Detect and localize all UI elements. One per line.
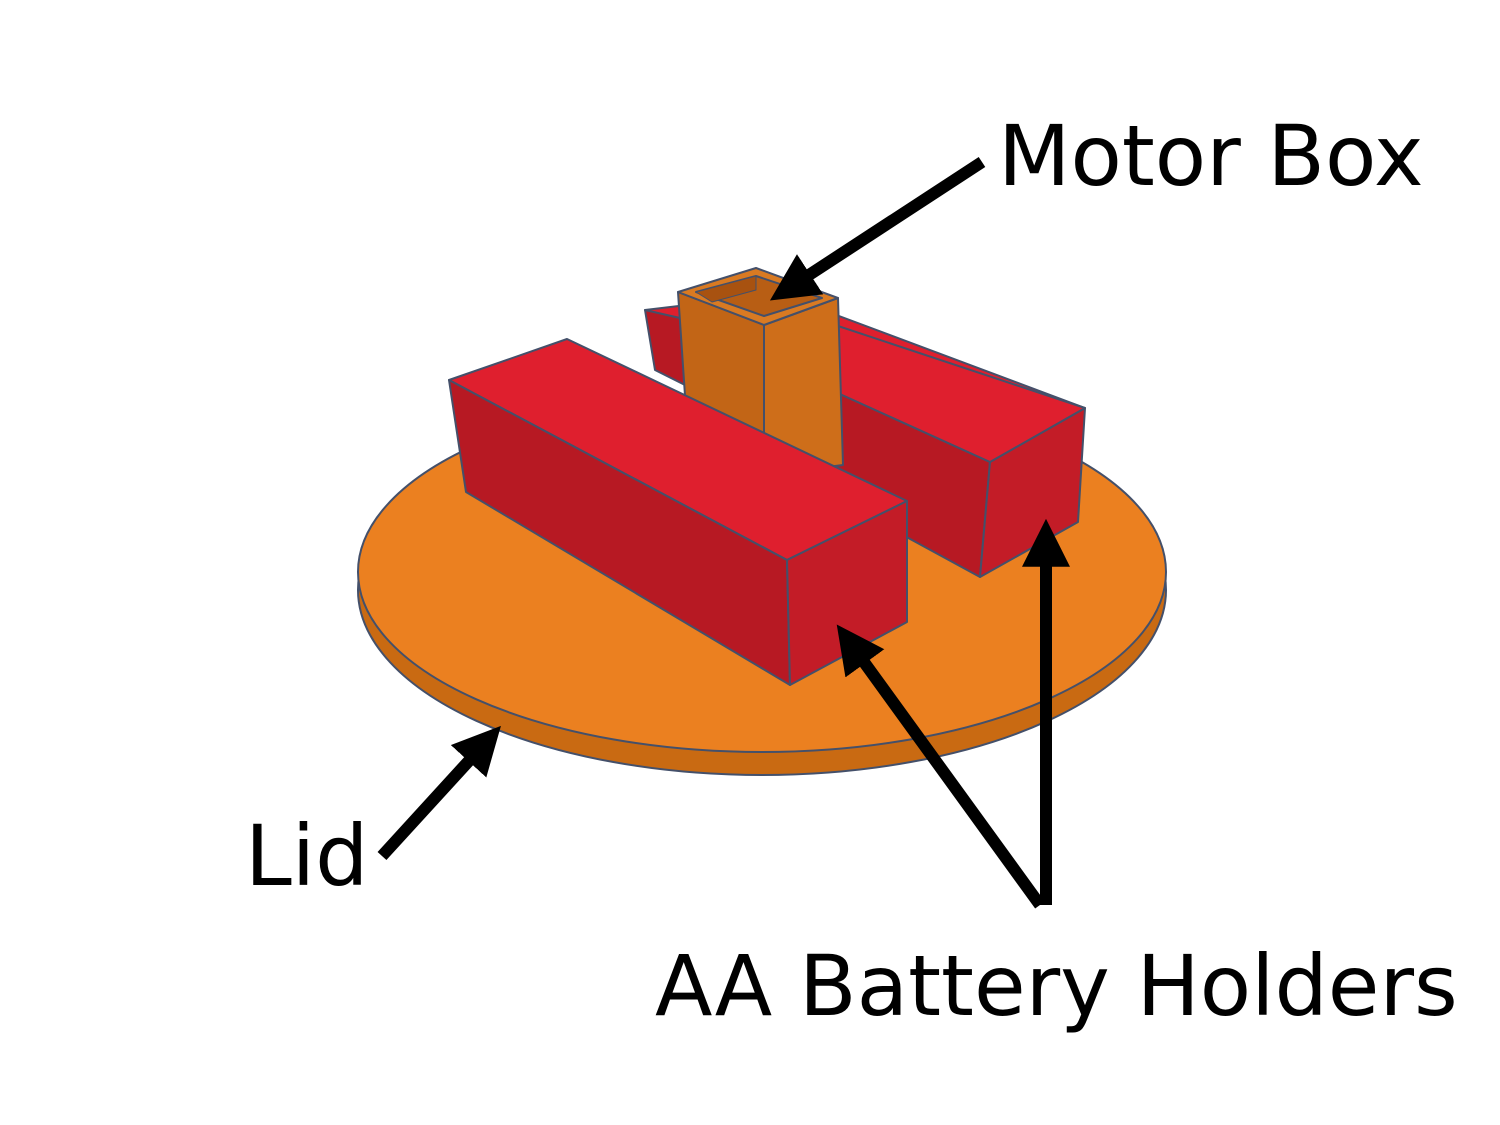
battery-holders-label: AA Battery Holders <box>655 937 1458 1035</box>
lid-label: Lid <box>245 807 369 905</box>
battery-holder-front <box>448 338 908 686</box>
battery-arrow-front <box>836 624 1045 909</box>
motor-box-inner-wall <box>695 275 757 303</box>
lid-arrow <box>377 725 501 861</box>
arrows <box>377 156 1070 909</box>
motor-box-label: Motor Box <box>998 107 1424 205</box>
motor-box-arrow <box>769 156 986 301</box>
battery-holder-front-side <box>786 500 908 686</box>
